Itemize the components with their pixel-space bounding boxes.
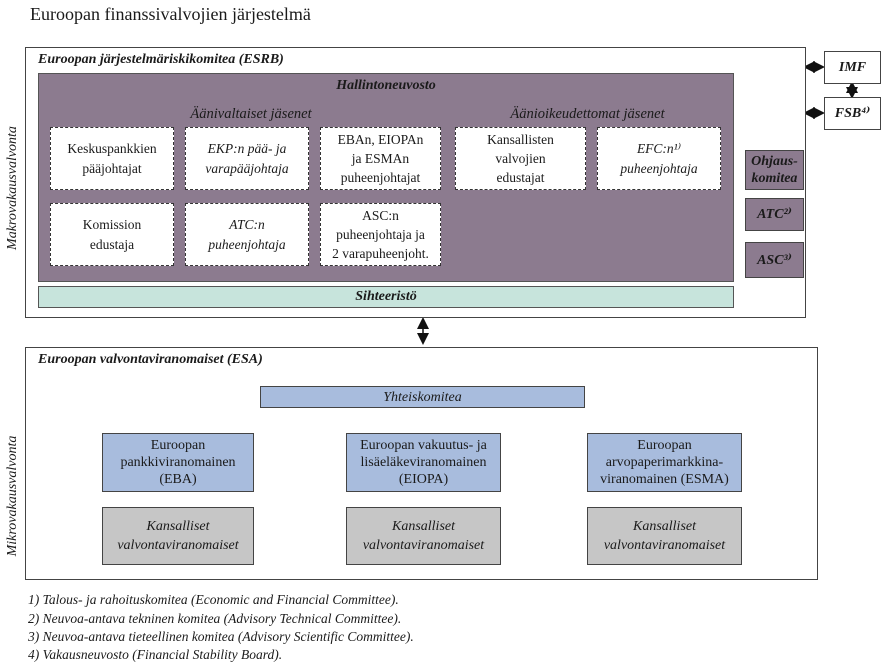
nonvoting-members-header: Äänioikeudettomat jäsenet — [510, 106, 665, 122]
national-supervisors-box: Kansalliset valvontaviranomaiset — [102, 507, 254, 565]
national-supervisors-box: Kansalliset valvontaviranomaiset — [346, 507, 501, 565]
footnote: 1) Talous- ja rahoituskomitea (Economic … — [28, 592, 399, 607]
atc-box: ATC²⁾ — [745, 198, 804, 231]
footnote: 3) Neuvoa-antava tieteellinen komitea (A… — [28, 629, 414, 644]
footnote: 4) Vakausneuvosto (Financial Stability B… — [28, 647, 283, 662]
steering-committee-box: Ohjaus- komitea — [745, 150, 804, 190]
voting-member-box: Keskuspankkien pääjohtajat — [50, 127, 174, 190]
esa-title: Euroopan valvontaviranomaiset (ESA) — [38, 352, 263, 367]
joint-committee-box: Yhteiskomitea — [260, 386, 585, 408]
imf-box: IMF — [824, 51, 881, 84]
secretariat-box: Sihteeristö — [38, 286, 734, 308]
general-board-title: Hallintoneuvosto — [336, 78, 436, 93]
esma-box: Euroopan arvopaperimarkkina- viranomaine… — [587, 433, 742, 492]
nonvoting-member-box: EFC:n¹⁾ puheenjohtaja — [597, 127, 721, 190]
voting-member-box: EKP:n pää- ja varapääjohtaja — [185, 127, 309, 190]
fsb-box: FSB⁴⁾ — [824, 97, 881, 130]
voting-member-box: Komission edustaja — [50, 203, 174, 266]
voting-member-box: EBAn, EIOPAn ja ESMAn puheenjohtajat — [320, 127, 441, 190]
footnote: 2) Neuvoa-antava tekninen komitea (Advis… — [28, 611, 402, 626]
voting-member-box: ASC:n puheenjohtaja ja 2 varapuheenjoht. — [320, 203, 441, 266]
voting-member-box: ATC:n puheenjohtaja — [185, 203, 309, 266]
asc-box: ASC³⁾ — [745, 242, 804, 278]
voting-members-header: Äänivaltaiset jäsenet — [190, 106, 312, 122]
eba-box: Euroopan pankkiviranomainen (EBA) — [102, 433, 254, 492]
page-title: Euroopan finanssivalvojien järjestelmä — [30, 4, 311, 24]
esrb-title: Euroopan järjestelmäriskikomitea (ESRB) — [38, 52, 284, 67]
nonvoting-member-box: Kansallisten valvojien edustajat — [455, 127, 586, 190]
eiopa-box: Euroopan vakuutus- ja lisäeläkeviranomai… — [346, 433, 501, 492]
national-supervisors-box: Kansalliset valvontaviranomaiset — [587, 507, 742, 565]
